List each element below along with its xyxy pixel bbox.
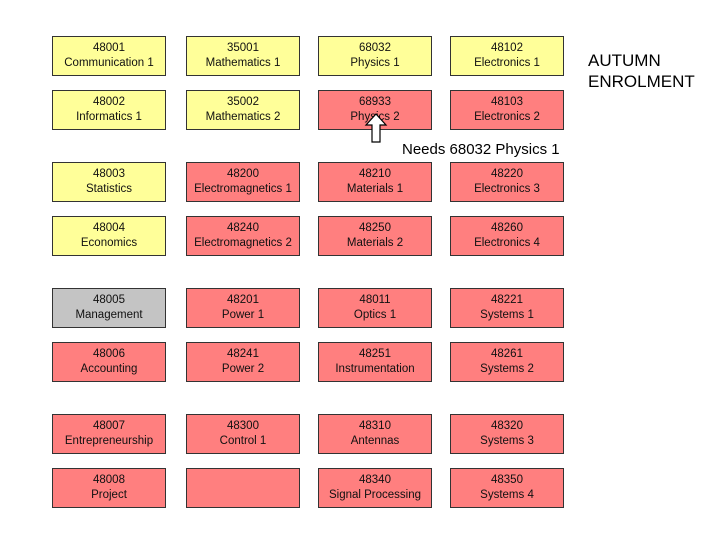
subject-name: Materials 1 [346,183,404,195]
subject-code: 35002 [227,96,259,108]
subject-code: 35001 [227,42,259,54]
subject-name: Entrepreneurship [64,435,154,447]
subject-name: Electronics 2 [474,111,540,123]
subject-name: Management [75,309,143,321]
subject-code: 48006 [93,348,125,360]
subject-code: 48001 [93,42,125,54]
subject-name: Electronics 4 [474,237,540,249]
subject-name: Communication 1 [64,57,154,69]
subject-code: 48102 [491,42,523,54]
subject-name: Mathematics 2 [205,111,281,123]
subject-name: Electronics 1 [474,57,540,69]
subject-name: Optics 1 [353,309,397,321]
subject-code: 48260 [491,222,523,234]
subject-name: Instrumentation [335,363,415,375]
title-line-1: AUTUMN [588,51,661,70]
subject-name: Signal Processing [328,489,422,501]
enrolment-title: AUTUMN ENROLMENT [588,50,695,92]
title-line-2: ENROLMENT [588,72,695,91]
subject-code: 48221 [491,294,523,306]
subject-name: Systems 4 [480,489,534,501]
subject-code: 48005 [93,294,125,306]
subject-code: 48002 [93,96,125,108]
subject-code: 48241 [227,348,259,360]
subject-code: 48200 [227,168,259,180]
subject-name: Electronics 3 [474,183,540,195]
subject-name: Economics [80,237,138,249]
subject-code: 48350 [491,474,523,486]
up-arrow-icon [364,113,388,143]
subject-code: 48261 [491,348,523,360]
subject-name: Project [91,489,127,501]
subject-code: 48220 [491,168,523,180]
prerequisite-note: Needs 68032 Physics 1 [402,141,560,158]
subject-name: Mathematics 1 [205,57,281,69]
subject-name: Power 2 [221,363,265,375]
subject-code: 48210 [359,168,391,180]
subject-name: Systems 2 [480,363,534,375]
subject-code: 48250 [359,222,391,234]
subject-code: 48103 [491,96,523,108]
subject-code: 68032 [359,42,391,54]
subject-code: 48310 [359,420,391,432]
subject-name: Systems 1 [480,309,534,321]
subject-name: Systems 3 [480,435,534,447]
subject-name: Physics 1 [350,57,400,69]
subject-code: 48011 [359,294,391,306]
subject-code: 48300 [227,420,259,432]
subject-code: 48007 [93,420,125,432]
subject-name: Accounting [80,363,138,375]
subject-cell-empty[interactable] [186,468,300,508]
subject-code: 48251 [359,348,391,360]
subject-name: Electromagnetics 2 [194,237,292,249]
subject-code: 48320 [491,420,523,432]
subject-code: 48003 [93,168,125,180]
subject-name: Materials 2 [346,237,404,249]
subject-code: 68933 [359,96,391,108]
subject-name: Informatics 1 [76,111,142,123]
subject-name: Electromagnetics 1 [194,183,292,195]
subject-code: 48008 [93,474,125,486]
subject-name: Power 1 [221,309,265,321]
subject-code: 48004 [93,222,125,234]
subject-code: 48240 [227,222,259,234]
subject-name: Statistics [85,183,132,195]
subject-name: Control 1 [219,435,267,447]
subject-code: 48201 [227,294,259,306]
subject-name: Antennas [350,435,400,447]
subject-code: 48340 [359,474,391,486]
